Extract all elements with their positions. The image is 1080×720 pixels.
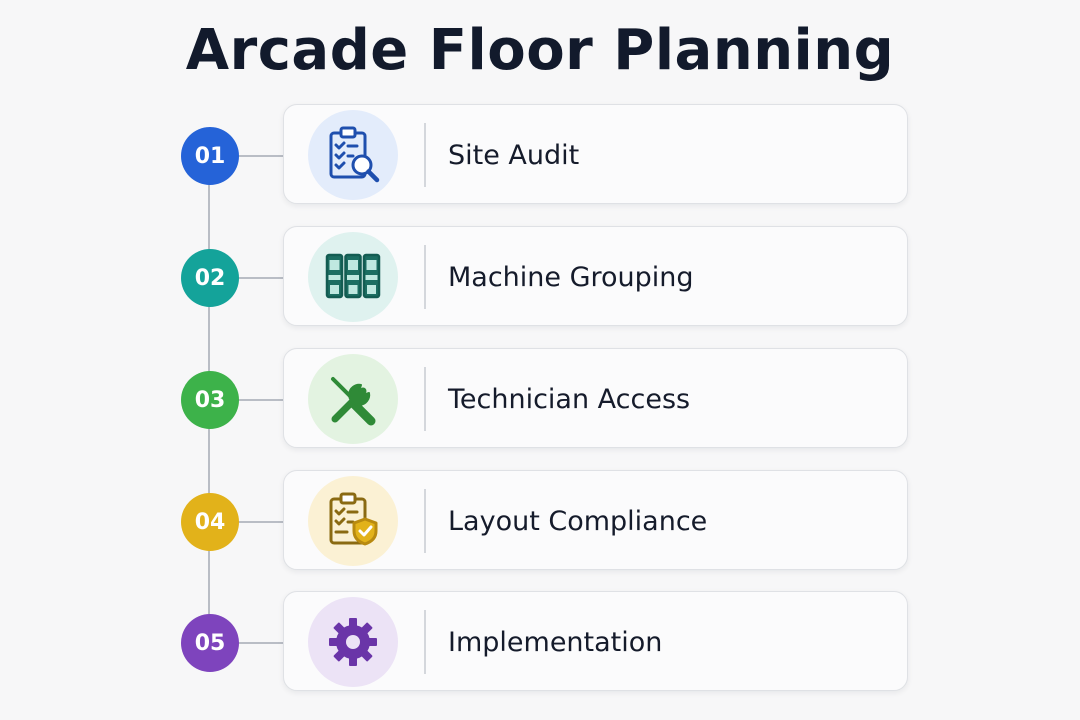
step-number-badge: 03 (181, 371, 239, 429)
step-5: 05 Implementation (0, 591, 1080, 695)
wrench-screwdriver-icon (308, 354, 398, 444)
step-number-badge: 01 (181, 127, 239, 185)
step-connector (238, 155, 284, 157)
step-connector (238, 521, 284, 523)
step-number-badge: 02 (181, 249, 239, 307)
step-card: Site Audit (283, 104, 908, 204)
divider (424, 245, 426, 309)
gear-icon (308, 597, 398, 687)
step-connector (238, 399, 284, 401)
step-3: 03 Technician Access (0, 348, 1080, 452)
step-number-badge: 04 (181, 493, 239, 551)
step-label: Implementation (448, 626, 663, 658)
divider (424, 123, 426, 187)
divider (424, 610, 426, 674)
step-label: Technician Access (448, 383, 691, 415)
step-number-badge: 05 (181, 614, 239, 672)
divider (424, 489, 426, 553)
clipboard-search-icon (308, 110, 398, 200)
step-label: Machine Grouping (448, 261, 694, 293)
step-2: 02 (0, 226, 1080, 330)
step-card: Technician Access (283, 348, 908, 448)
step-4: 04 Layout Compliance (0, 470, 1080, 574)
clipboard-shield-icon (308, 476, 398, 566)
arcade-cabinets-icon (308, 232, 398, 322)
step-card: Implementation (283, 591, 908, 691)
step-connector (238, 642, 284, 644)
step-card: Layout Compliance (283, 470, 908, 570)
divider (424, 367, 426, 431)
step-connector (238, 277, 284, 279)
step-label: Site Audit (448, 139, 580, 171)
step-label: Layout Compliance (448, 505, 708, 537)
step-1: 01 Site Audit (0, 104, 1080, 208)
step-card: Machine Grouping (283, 226, 908, 326)
page-title: Arcade Floor Planning (185, 18, 895, 83)
